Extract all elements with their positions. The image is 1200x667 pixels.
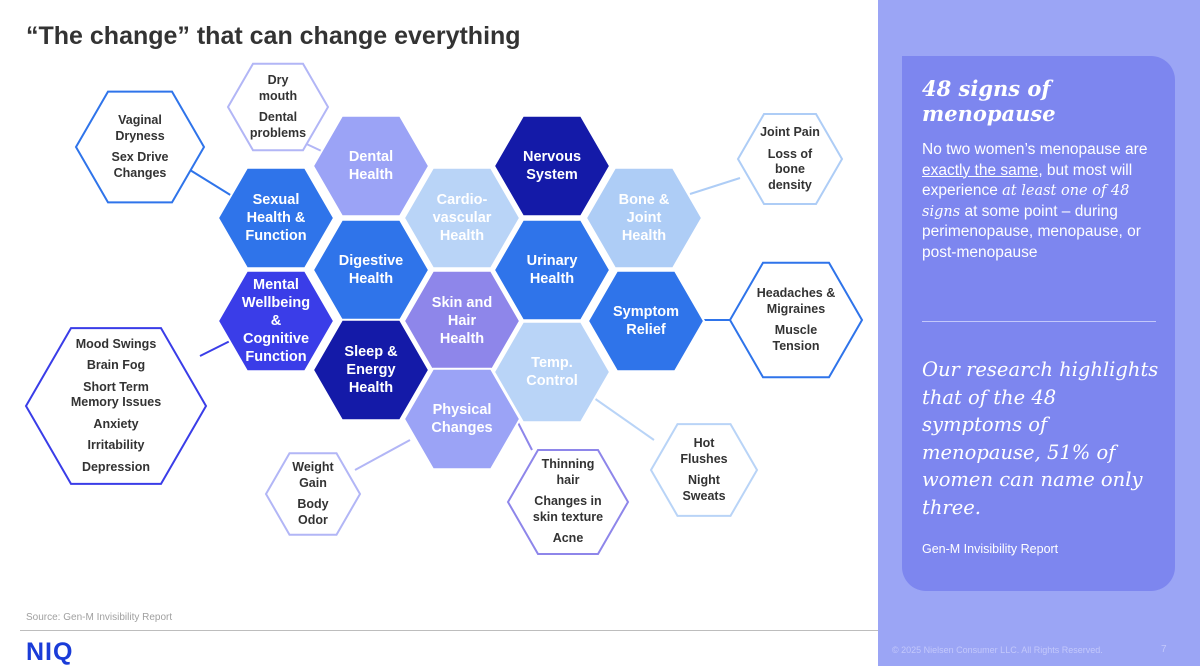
symptom-item: Loss of bone density (767, 146, 813, 192)
card-source: Gen-M Invisibility Report (922, 542, 1059, 556)
symptom-item: Hot Flushes (680, 436, 728, 466)
skin-label: Skin and Hair Health (408, 271, 516, 371)
sleep-text: Sleep & Energy Health (344, 344, 398, 396)
symptom-item: Depression (81, 459, 151, 474)
symptom-item: Brain Fog (86, 358, 146, 373)
nervous-hex (492, 114, 612, 218)
symptom-hexes (24, 62, 864, 555)
source-note: Source: Gen-M Invisibility Report (26, 612, 173, 623)
mental-symptoms-hex (24, 327, 208, 485)
symptom-item: Mood Swings (75, 336, 157, 351)
symptom-item: Thinning hair (541, 457, 595, 487)
sleep-label: Sleep & Energy Health (317, 320, 425, 420)
temp-symptoms-hex (649, 423, 759, 517)
symptom-item: Acne (552, 531, 584, 546)
bone-hex (584, 166, 704, 270)
card-body-underlined: exactly the same (922, 161, 1039, 179)
temp-text: Temp. Control (526, 355, 578, 389)
nervous-text: Nervous System (522, 149, 582, 183)
card-divider (922, 321, 1156, 322)
temp-label: Temp. Control (498, 322, 606, 422)
niq-logo: NIQ (26, 638, 74, 666)
card-body-italic: at least one of 48 signs (922, 183, 1130, 220)
footer-divider (20, 630, 1200, 631)
bone-text: Bone & Joint Health (618, 192, 670, 244)
sexual-symptoms-connector (189, 169, 233, 197)
sexual-text: Sexual Health & Function (245, 192, 307, 244)
mental-text: Mental Wellbeing & Cognitive Function (241, 277, 311, 365)
dental-hex (311, 114, 431, 218)
physical-hex (402, 367, 522, 471)
dental-label: Dental Health (317, 116, 425, 216)
right-panel: 48 signs of menopause No two women’s men… (878, 0, 1200, 666)
sexual-label: Sexual Health & Function (222, 168, 330, 268)
physical-symptoms-hex (264, 452, 362, 536)
symptom-item: Weight Gain (292, 460, 334, 490)
skin-text: Skin and Hair Health (431, 295, 493, 347)
symptom-label: Symptom Relief (592, 271, 700, 371)
physical-text: Physical Changes (431, 402, 493, 436)
card-body-text-3: at some point – during perimenopause, me… (922, 202, 1141, 261)
card-quote: Our research highlights that of the 48 s… (922, 358, 1159, 519)
relief-symptoms-hex (728, 261, 864, 379)
symptom-item: Irritability (87, 438, 145, 453)
cardio-text: Cardio- vascular Health (432, 192, 492, 244)
symptom-item: Dental problems (249, 110, 307, 140)
slide-title: “The change” that can change everything (26, 22, 521, 50)
symptom-item: Joint Pain (760, 125, 820, 139)
mental-symptoms-connector (199, 339, 233, 357)
symptom-item: Vaginal Dryness (115, 113, 165, 143)
mental-label: Mental Wellbeing & Cognitive Function (222, 271, 330, 371)
digestive-text: Digestive Health (338, 253, 404, 287)
symptom-item: Short Term Memory Issues (70, 379, 162, 410)
symptom-item: Changes in skin texture (532, 494, 604, 524)
card-body: No two women’s menopause are exactly the… (922, 140, 1158, 263)
symptom-item: Dry mouth (258, 73, 298, 103)
symptom-hex (586, 269, 706, 373)
symptom-item: Headaches & Migraines (756, 286, 836, 316)
card-title: 48 signs of menopause (922, 76, 1056, 126)
urinary-text: Urinary Health (526, 253, 578, 287)
card-body-text-1: No two women’s menopause are (922, 141, 1148, 158)
temp-symptoms-connector (593, 397, 655, 441)
skin-symptoms-hex (506, 449, 630, 555)
bone-label: Bone & Joint Health (590, 168, 698, 268)
info-card: 48 signs of menopause No two women’s men… (902, 56, 1175, 591)
sleep-hex (311, 318, 431, 422)
dental-text: Dental Health (348, 149, 394, 183)
symptom-item: Sex Drive Changes (111, 150, 169, 180)
symptom-item: Muscle Tension (772, 323, 820, 353)
sexual-symptoms-hex (74, 90, 206, 204)
cardio-hex (402, 166, 522, 270)
symptom-item: Body Odor (297, 497, 329, 527)
page-number: 7 (1161, 644, 1167, 655)
cardio-label: Cardio- vascular Health (408, 168, 516, 268)
physical-symptoms-connector (354, 439, 411, 471)
mental-hex (216, 269, 336, 373)
bone-symptoms-hex (736, 113, 844, 205)
symptom-item: Anxiety (93, 416, 139, 431)
symptom-item: Night Sweats (682, 473, 726, 503)
urinary-hex (492, 218, 612, 322)
physical-label: Physical Changes (408, 369, 516, 469)
hex-diagram (24, 62, 864, 555)
nervous-label: Nervous System (498, 116, 606, 216)
symptom-text: Symptom Relief (612, 304, 680, 338)
bone-symptoms-connector (689, 177, 741, 195)
card-body-text-2: , but most will experience (922, 161, 1133, 200)
copyright: © 2025 Nielsen Consumer LLC. All Rights … (892, 645, 1103, 655)
digestive-label: Digestive Health (317, 220, 425, 320)
category-hexes (216, 114, 706, 471)
sexual-hex (216, 166, 336, 270)
dental-symptoms-hex (226, 62, 330, 152)
urinary-label: Urinary Health (498, 220, 606, 320)
